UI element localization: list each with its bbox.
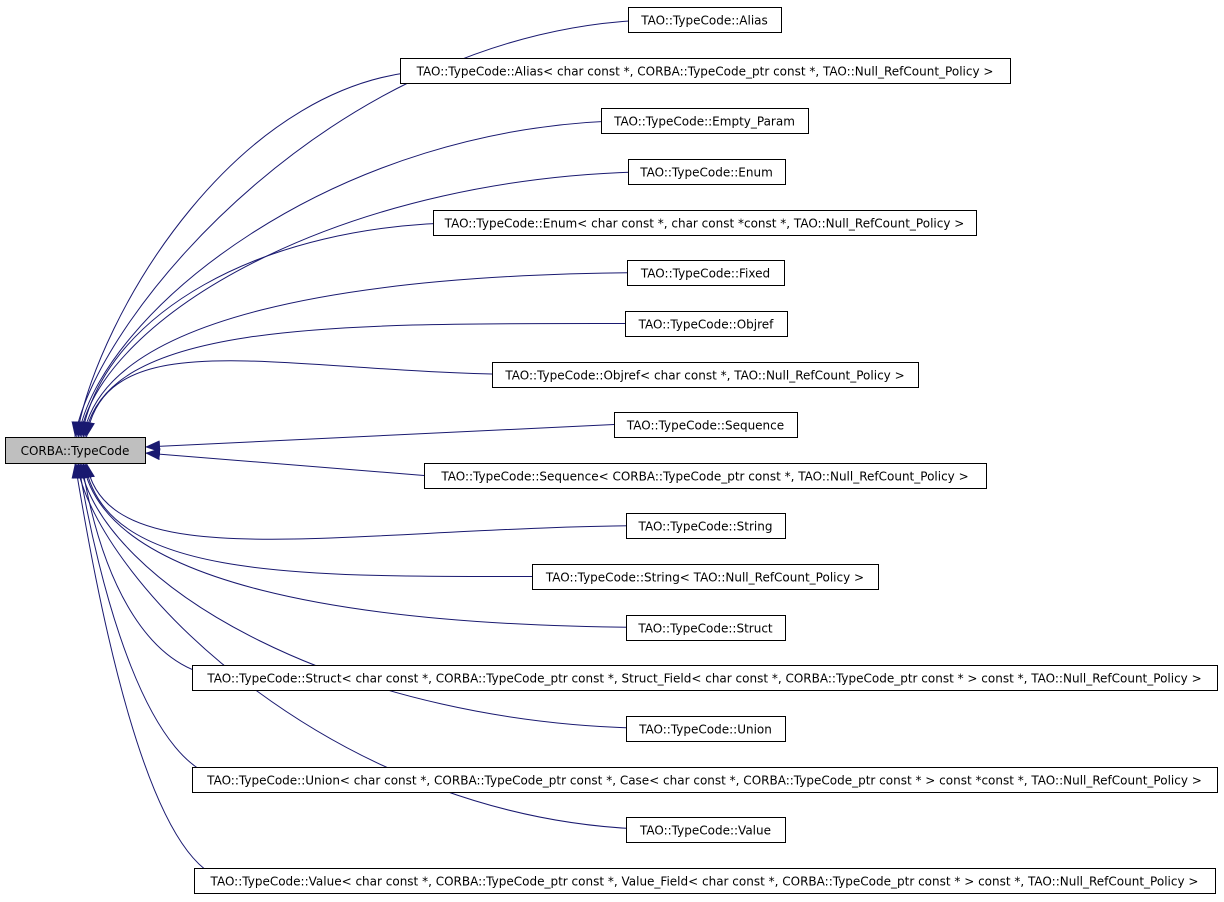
derived-class-node-label: TAO::TypeCode::Fixed (640, 267, 770, 281)
derived-class-node-label: TAO::TypeCode::Sequence< CORBA::TypeCode… (440, 470, 968, 484)
derived-class-node-box (424, 463, 987, 489)
derived-class-node-box (400, 58, 1011, 84)
derived-class-node-box (614, 412, 798, 438)
inheritance-edge (144, 424, 615, 453)
derived-class-node-label: TAO::TypeCode::Value< char const *, CORB… (210, 875, 1199, 889)
class-nodes: CORBA::TypeCode TAO::TypeCode::AliasTAO::… (5, 7, 1218, 894)
derived-class-node[interactable]: TAO::TypeCode::Objref (625, 311, 788, 337)
inheritance-edges (71, 19, 669, 881)
inheritance-edge (76, 462, 667, 729)
derived-class-node-box (625, 311, 788, 337)
derived-class-node-box (628, 159, 786, 185)
derived-class-node-label: TAO::TypeCode::Enum< char const *, char … (444, 217, 965, 231)
derived-class-node[interactable]: TAO::TypeCode::Value< char const *, CORB… (194, 868, 1216, 894)
derived-class-node[interactable]: TAO::TypeCode::Enum (628, 159, 786, 185)
derived-class-node-box (601, 108, 809, 134)
derived-class-node[interactable]: TAO::TypeCode::String (626, 513, 786, 539)
derived-class-node[interactable]: TAO::TypeCode::Struct (626, 615, 786, 641)
inheritance-edge (83, 462, 667, 540)
derived-class-node-box (628, 7, 782, 33)
inheritance-edge (76, 171, 669, 438)
derived-class-node[interactable]: TAO::TypeCode::Union (626, 716, 786, 742)
inheritance-edge (78, 462, 233, 678)
derived-class-node-label: TAO::TypeCode::String< TAO::Null_RefCoun… (545, 571, 864, 585)
derived-class-node-box (194, 868, 1216, 894)
derived-class-node-label: TAO::TypeCode::Union (638, 723, 772, 737)
derived-class-node-box (192, 767, 1218, 793)
derived-class-node-label: TAO::TypeCode::Value (639, 824, 771, 838)
inheritance-edge (71, 19, 669, 438)
base-class-node-box (5, 437, 146, 464)
derived-class-node-label: TAO::TypeCode::Alias (640, 14, 768, 28)
inheritance-edge (79, 272, 668, 438)
inheritance-edge (74, 120, 642, 438)
derived-class-node[interactable]: TAO::TypeCode::Alias< char const *, CORB… (400, 58, 1011, 84)
derived-class-node-box (626, 513, 786, 539)
derived-class-node-box (626, 716, 786, 742)
derived-class-node-label: TAO::TypeCode::Union< char const *, CORB… (206, 774, 1202, 788)
inheritance-edge (73, 462, 667, 830)
derived-class-node-label: TAO::TypeCode::Empty_Param (613, 115, 795, 129)
inheritance-edge (83, 360, 533, 438)
derived-class-node[interactable]: TAO::TypeCode::String< TAO::Null_RefCoun… (532, 564, 879, 590)
inheritance-edge (73, 70, 441, 438)
derived-class-node[interactable]: TAO::TypeCode::Objref< char const *, TAO… (492, 362, 919, 388)
derived-class-node[interactable]: TAO::TypeCode::Alias (628, 7, 782, 33)
derived-class-node[interactable]: TAO::TypeCode::Enum< char const *, char … (433, 210, 977, 236)
derived-class-node-label: TAO::TypeCode::Alias< char const *, CORB… (416, 65, 994, 79)
inheritance-edge (144, 448, 425, 476)
inheritance-edge (78, 222, 474, 438)
derived-class-node-label: TAO::TypeCode::Sequence (626, 419, 784, 433)
derived-class-node[interactable]: TAO::TypeCode::Empty_Param (601, 108, 809, 134)
derived-class-node[interactable]: TAO::TypeCode::Struct< char const *, COR… (192, 665, 1218, 691)
derived-class-node[interactable]: TAO::TypeCode::Sequence (614, 412, 798, 438)
derived-class-node-label: TAO::TypeCode::Enum (639, 166, 773, 180)
base-class-node-label: CORBA::TypeCode (21, 444, 130, 458)
derived-class-node[interactable]: TAO::TypeCode::Sequence< CORBA::TypeCode… (424, 463, 987, 489)
derived-class-node-label: TAO::TypeCode::Objref< char const *, TAO… (504, 369, 904, 383)
derived-class-node[interactable]: TAO::TypeCode::Union< char const *, CORB… (192, 767, 1218, 793)
inheritance-edge (74, 462, 233, 780)
derived-class-node-label: TAO::TypeCode::Objref (638, 318, 775, 332)
derived-class-node-box (433, 210, 977, 236)
inheritance-edge (79, 462, 667, 628)
derived-class-node-box (492, 362, 919, 388)
derived-class-node-box (627, 260, 785, 286)
derived-class-node-box (192, 665, 1218, 691)
inheritance-edge (71, 462, 235, 881)
derived-class-node-box (532, 564, 879, 590)
inheritance-edge (81, 462, 573, 578)
derived-class-node-box (626, 817, 786, 843)
derived-class-node-label: TAO::TypeCode::String (638, 520, 773, 534)
derived-class-node-box (626, 615, 786, 641)
derived-class-node[interactable]: TAO::TypeCode::Value (626, 817, 786, 843)
derived-class-node-label: TAO::TypeCode::Struct (637, 622, 773, 636)
derived-class-node[interactable]: TAO::TypeCode::Fixed (627, 260, 785, 286)
derived-class-node-label: TAO::TypeCode::Struct< char const *, COR… (206, 672, 1201, 686)
base-class-node[interactable]: CORBA::TypeCode (5, 437, 146, 464)
